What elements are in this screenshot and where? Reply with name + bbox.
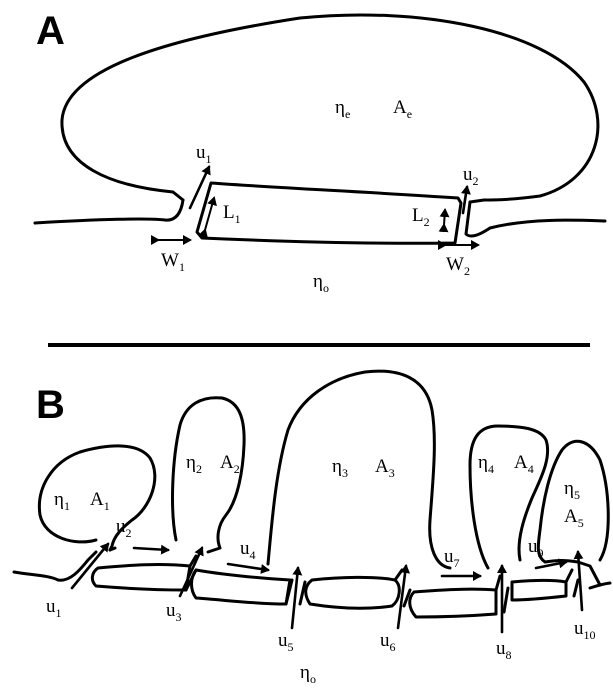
panel-b-cell-3 xyxy=(268,371,450,568)
panel-a-L2-arrow xyxy=(444,210,445,225)
panel-a-W1-label: W1 xyxy=(161,250,185,274)
panel-b-A4-label: A4 xyxy=(514,452,534,476)
panel-a-eta-o-label: ηo xyxy=(313,271,329,295)
panel-a-letter: A xyxy=(36,9,65,53)
panel-a-right-channel-wall xyxy=(466,202,605,236)
panel-b-eta2-label: η2 xyxy=(186,452,202,476)
panel-a-u1-label: u1 xyxy=(196,142,212,166)
panel-a-L1-label: L1 xyxy=(223,202,241,226)
panel-b-u7-label: u7 xyxy=(444,546,460,570)
panel-b-u1-label: u1 xyxy=(46,596,62,620)
panel-b-chamber-5 xyxy=(512,581,566,601)
panel-b-u4-label: u4 xyxy=(240,538,256,562)
panel-a-W2-label: W2 xyxy=(446,254,470,278)
panel-b-eta4-label: η4 xyxy=(478,452,494,476)
panel-b-u1-arrow xyxy=(72,544,108,588)
panel-b-u6-label: u6 xyxy=(380,630,396,654)
panel-b-eta3-label: η3 xyxy=(332,456,348,480)
panel-b-u9-label: u9 xyxy=(528,536,544,560)
panel-b-A1-label: A1 xyxy=(90,489,110,513)
panel-b-u3-label: u3 xyxy=(166,600,182,624)
panel-b-eta5-label: η5 xyxy=(564,478,580,502)
panel-b-u2-label: u2 xyxy=(116,516,132,540)
panel-a-L2-label: L2 xyxy=(412,205,430,229)
panel-b-chamber-2 xyxy=(192,570,291,604)
panel-b-eta1-label: η1 xyxy=(54,489,70,513)
panel-b-A3-label: A3 xyxy=(375,456,395,480)
panel-a-left-channel-wall xyxy=(35,200,183,223)
panel-b-A2-label: A2 xyxy=(220,452,240,476)
panel-b-A5-label: A5 xyxy=(564,506,584,530)
panel-b-eta-o-label: ηo xyxy=(300,662,316,686)
panel-a-u2-arrow xyxy=(463,187,467,213)
panel-a-area-e-label: Ae xyxy=(393,97,412,121)
panel-b-u8-label: u8 xyxy=(496,638,512,662)
panel-a-eta-e-label: ηe xyxy=(335,97,350,121)
panel-b-u5-arrow xyxy=(292,568,298,628)
panel-b-chamber-4 xyxy=(410,589,496,617)
panel-b-letter: B xyxy=(36,383,65,427)
panel-a-external-cell xyxy=(62,15,598,202)
panel-b-u10-label: u10 xyxy=(574,618,596,642)
panel-b-channel-walls xyxy=(186,556,578,612)
panel-b-chamber-3 xyxy=(306,577,400,608)
panel-b-u5-label: u5 xyxy=(278,630,294,654)
panel-b-u2-arrow xyxy=(134,548,168,550)
panel-b-chamber-1 xyxy=(92,565,190,590)
panel-a-u2-label: u2 xyxy=(463,164,479,188)
panel-b-u4-arrow xyxy=(228,564,268,570)
panel-b-u9-arrow xyxy=(536,562,566,568)
